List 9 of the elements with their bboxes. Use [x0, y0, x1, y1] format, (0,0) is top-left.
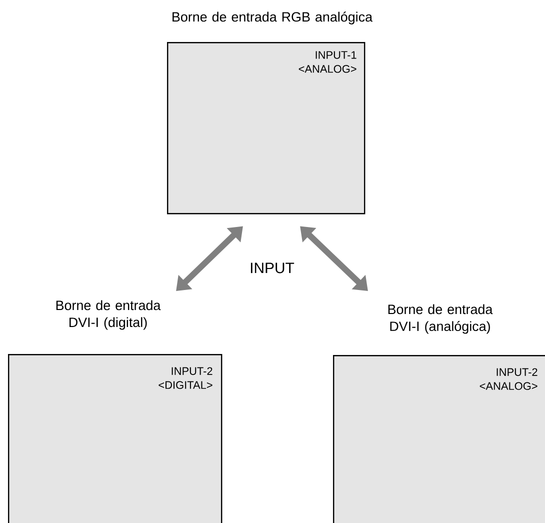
terminal-heading: Borne de entrada DVI-I (digital): [56, 300, 161, 330]
double-arrow: [176, 226, 243, 291]
terminal-heading: Borne de entrada DVI-I (analógica): [388, 304, 493, 334]
input-label: INPUT-1 <ANALOG>: [298, 51, 356, 73]
input-label: INPUT-2 <ANALOG>: [480, 368, 538, 390]
double-arrow: [300, 226, 368, 291]
terminal-heading: Borne de entrada RGB analógica: [172, 12, 373, 24]
signal-label: INPUT: [250, 262, 294, 274]
input-label: INPUT-2 <DIGITAL>: [158, 367, 212, 389]
